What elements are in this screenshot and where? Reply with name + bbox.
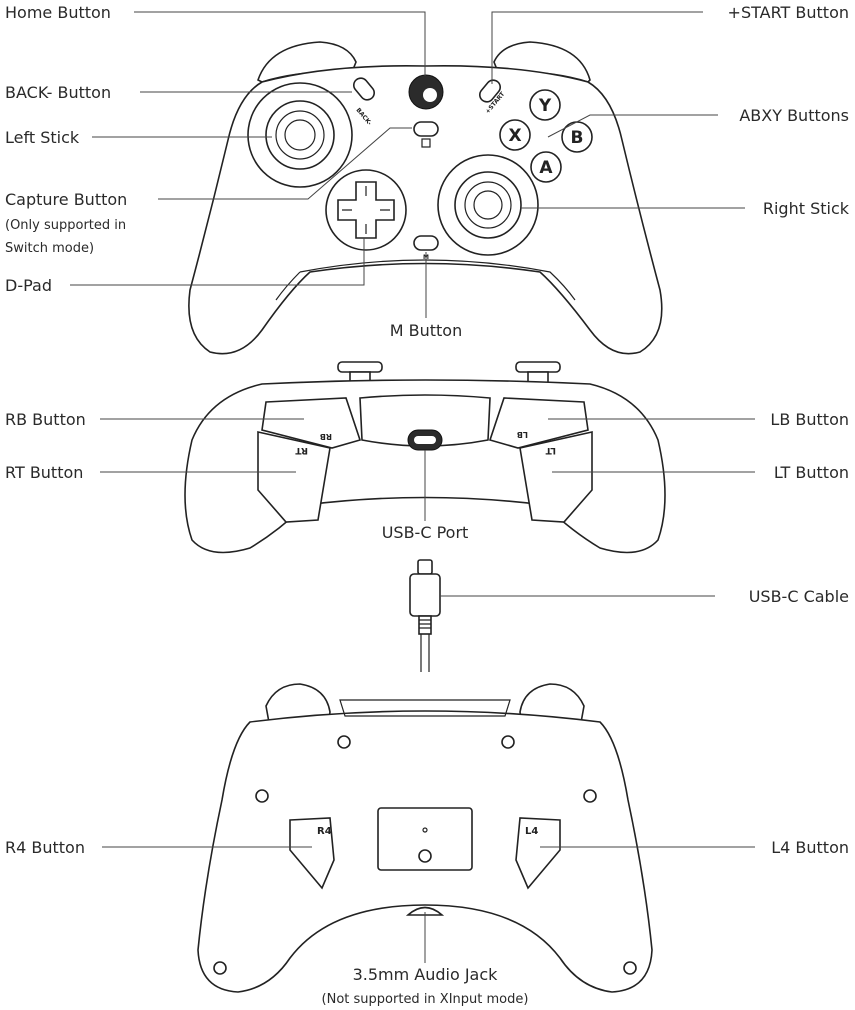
home-leader xyxy=(134,11,426,76)
lt-button-label: LT Button xyxy=(774,463,849,482)
left-stick-center xyxy=(284,119,316,151)
left-stick-label: Left Stick xyxy=(5,128,80,147)
rb-marking: RB xyxy=(320,432,332,441)
usbc-cable-label: USB-C Cable xyxy=(749,587,849,606)
back-view: R4 L4 xyxy=(197,683,653,993)
start-button[interactable] xyxy=(477,77,503,104)
back-button[interactable] xyxy=(351,75,377,102)
r4-button-label: R4 Button xyxy=(5,838,85,857)
front-view: BACK- +START M Y X B A xyxy=(188,41,663,355)
top-left-stick-cap xyxy=(337,361,383,373)
audio-jack xyxy=(405,906,445,916)
capture-leader xyxy=(158,127,412,200)
screw-icon xyxy=(623,961,637,975)
back-center-plate xyxy=(377,807,473,871)
capture-button[interactable] xyxy=(413,121,439,137)
lb-marking: LB xyxy=(517,430,528,439)
dpad-leader xyxy=(70,238,365,286)
r4-marking: R4 xyxy=(317,826,332,837)
usbc-cable-illustration xyxy=(409,559,441,672)
dpad[interactable] xyxy=(337,181,395,239)
usbc-port-label: USB-C Port xyxy=(382,523,469,542)
home-logo-icon xyxy=(423,88,437,102)
b-marking: B xyxy=(571,128,584,148)
start-leader xyxy=(491,11,703,84)
reset-hole-icon xyxy=(422,827,428,833)
capture-note-line1: (Only supported in xyxy=(5,218,126,233)
x-marking: X xyxy=(508,126,521,146)
front-grip-curve-left xyxy=(275,271,301,301)
lb-button[interactable] xyxy=(488,397,589,449)
rb-button-label: RB Button xyxy=(5,410,86,429)
dpad-label: D-Pad xyxy=(5,276,52,295)
capture-button-label: Capture Button xyxy=(5,190,127,209)
home-button-label: Home Button xyxy=(5,3,111,22)
dpad-arrows xyxy=(342,186,390,234)
cable-plug-tip xyxy=(417,559,433,575)
screw-icon xyxy=(583,789,597,803)
rt-marking: RT xyxy=(294,445,308,455)
y-button[interactable] xyxy=(529,89,561,121)
rt-button-label: RT Button xyxy=(5,463,83,482)
cable-relief-ribs xyxy=(419,619,431,629)
r4-button[interactable] xyxy=(289,817,335,890)
lt-button[interactable] xyxy=(519,431,593,523)
audio-jack-label: 3.5mm Audio Jack xyxy=(353,965,499,984)
screw-icon xyxy=(337,735,351,749)
x-button[interactable] xyxy=(499,119,531,151)
lt-marking: LT xyxy=(545,445,556,455)
back-top-ridge xyxy=(339,699,511,717)
screw-icon xyxy=(501,735,515,749)
capture-icon xyxy=(421,138,431,148)
leader-lines xyxy=(70,11,755,963)
audio-jack-note: (Not supported in XInput mode) xyxy=(322,992,529,1007)
rb-button[interactable] xyxy=(261,397,362,449)
cable-wire xyxy=(420,634,430,672)
capture-note-line2: Switch mode) xyxy=(5,241,94,256)
right-stick-label: Right Stick xyxy=(763,199,850,218)
usbc-port-opening xyxy=(414,436,436,444)
top-center-panel xyxy=(359,394,491,447)
front-grip-curve xyxy=(299,259,576,301)
labels: Home Button +START Button BACK- Button A… xyxy=(5,3,850,1007)
back-button-label: BACK- Button xyxy=(5,83,111,102)
right-stick-inner xyxy=(464,181,512,229)
screw-icon xyxy=(418,849,432,863)
screw-icon xyxy=(255,789,269,803)
top-right-stick-cap xyxy=(515,361,561,373)
l4-button[interactable] xyxy=(515,817,561,890)
a-marking: A xyxy=(539,158,553,178)
y-marking: Y xyxy=(538,96,552,116)
screw-icon xyxy=(213,961,227,975)
rt-button[interactable] xyxy=(257,431,331,523)
start-button-label: +START Button xyxy=(728,3,849,22)
l4-marking: L4 xyxy=(525,826,538,837)
a-button[interactable] xyxy=(530,151,562,183)
cable-strain-relief xyxy=(418,615,432,635)
lb-button-label: LB Button xyxy=(770,410,849,429)
l4-button-label: L4 Button xyxy=(771,838,849,857)
right-stick-center xyxy=(473,190,503,220)
left-stick-inner xyxy=(275,110,325,160)
m-button-label: M Button xyxy=(390,321,462,340)
abxy-leader xyxy=(547,114,718,138)
m-button[interactable] xyxy=(413,235,439,251)
cable-plug-housing xyxy=(409,573,441,617)
abxy-buttons-label: ABXY Buttons xyxy=(739,106,849,125)
